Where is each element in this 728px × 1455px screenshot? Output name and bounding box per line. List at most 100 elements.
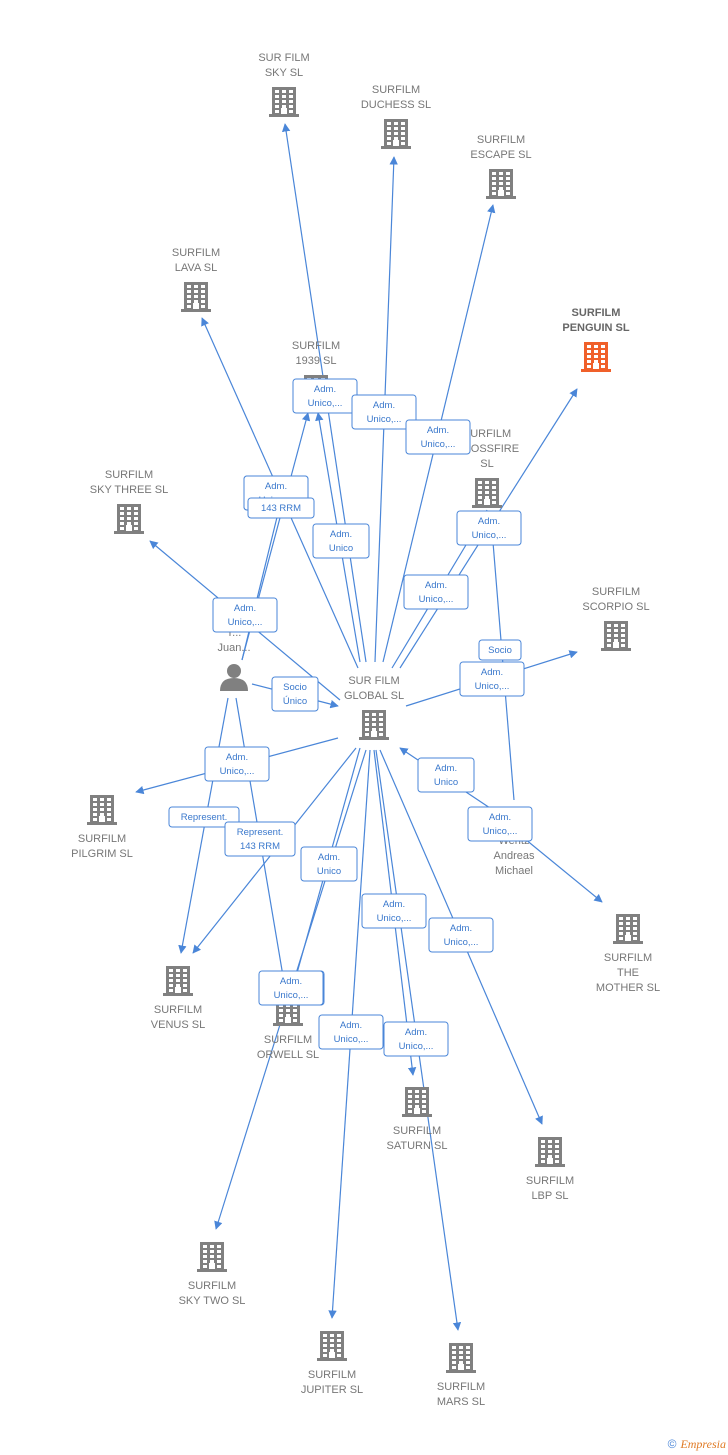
edge-label-global-duchess[interactable]: Adm.Unico,...	[351, 394, 417, 430]
edge-label-box	[351, 394, 417, 430]
node-label: SKY TWO SL	[179, 1295, 246, 1307]
edge-juan-n1939	[241, 504, 281, 661]
edge-label-juan-n1939[interactable]: 143 RRM	[247, 497, 315, 519]
edge-label-box	[428, 917, 494, 953]
node-label: SURFILM	[572, 307, 621, 319]
edge-label-text: Adm.	[340, 1020, 362, 1031]
edge-label-text: Adm.	[330, 529, 352, 540]
edge-label-global-pilgrim[interactable]: Adm.Unico,...	[204, 746, 270, 782]
building-icon	[359, 710, 389, 740]
edge-label-text: Unico	[434, 777, 458, 788]
building-icon	[402, 1087, 432, 1117]
edge-label-box	[300, 846, 358, 882]
edge-label-global-n1939[interactable]: Adm.Unico	[312, 523, 370, 559]
edge-label-box	[383, 1021, 449, 1057]
edge-label-text: Adm.	[489, 812, 511, 823]
person-icon	[220, 664, 248, 691]
node-label: 1939 SL	[296, 355, 337, 367]
edge-label-text: Adm.	[383, 899, 405, 910]
edge-label-global-scorpio[interactable]: Adm.Unico,...	[459, 661, 525, 697]
edge-label-wentz-global[interactable]: Adm.Unico	[417, 757, 475, 793]
edge-label-global-mars[interactable]: Adm.Unico,...	[383, 1021, 449, 1057]
edge-label-box	[258, 970, 324, 1006]
edge-label-box	[478, 639, 522, 661]
node-lbp[interactable]: SURFILM LBP SL	[526, 1137, 574, 1202]
edge-label-box	[224, 821, 296, 857]
edge-label-text: 143 RRM	[261, 503, 301, 514]
edge-label-text: Unico	[317, 866, 341, 877]
edge-label-box	[318, 1014, 384, 1050]
edge-label-text: Socio	[283, 682, 307, 693]
edge-label-box	[247, 497, 315, 519]
node-label: SURFILM	[105, 469, 153, 481]
building-icon	[535, 1137, 565, 1167]
node-label: JUPITER SL	[301, 1384, 363, 1396]
edge-label-global-skysl[interactable]: Adm.Unico,...	[292, 378, 358, 414]
node-label: MARS SL	[437, 1396, 485, 1408]
edge-label-box	[312, 523, 370, 559]
node-label: SURFILM	[78, 833, 126, 845]
edge-label-global-lbp[interactable]: Adm.Unico,...	[428, 917, 494, 953]
edge-label-global-venus[interactable]: Represent.143 RRM	[224, 821, 296, 857]
edge-label-text: Represent.	[237, 827, 283, 838]
node-label: Michael	[495, 865, 533, 877]
edge-label-text: Unico,...	[367, 414, 402, 425]
node-juan[interactable]: T...Juan...	[217, 627, 251, 691]
edge-label-global-escape[interactable]: Adm.Unico,...	[405, 419, 471, 455]
edge-label-global-orwell[interactable]: Adm.Unico	[300, 846, 358, 882]
edge-label-box	[459, 661, 525, 697]
edge-label-juan-venus[interactable]: Represent.	[168, 806, 240, 828]
edge-label-text: Unico,...	[483, 826, 518, 837]
building-icon	[601, 621, 631, 651]
edge-label-text: Unico,...	[475, 681, 510, 692]
edge-label-text: Represent.	[181, 812, 227, 823]
edge-label-text: Adm.	[280, 976, 302, 987]
edge-label-box	[212, 597, 278, 633]
edge-labels-layer: Adm.Unico,...Adm.UnicoAdm.Unico,...Adm.U…	[168, 378, 533, 1057]
edge-label-text: Adm.	[226, 752, 248, 763]
edge-label-global-crossfire[interactable]: Adm.Unico,...	[403, 574, 469, 610]
edge-label-global-saturn[interactable]: Adm.Unico,...	[361, 893, 427, 929]
node-label: SURFILM	[154, 1004, 202, 1016]
node-label: SURFILM	[292, 340, 340, 352]
building-icon	[114, 504, 144, 534]
edge-label-global-skythree[interactable]: Adm.Unico,...	[212, 597, 278, 633]
building-icon	[486, 169, 516, 199]
edge-label-text: Unico,...	[274, 990, 309, 1001]
node-label: LBP SL	[531, 1190, 568, 1202]
edge-label-global-penguin[interactable]: Adm.Unico,...	[456, 510, 522, 546]
edge-label-text: Adm.	[405, 1027, 427, 1038]
brand-name: Empresia	[680, 1437, 726, 1451]
edge-label-text: Adm.	[265, 481, 287, 492]
edge-label-global-skytwo[interactable]: Adm. Unico,...	[258, 970, 324, 1006]
edge-label-global-jupiter[interactable]: Adm.Unico,...	[318, 1014, 384, 1050]
edge-label-text: Unico,...	[419, 594, 454, 605]
edge-label-box	[361, 893, 427, 929]
node-label: SURFILM	[526, 1175, 574, 1187]
building-icon	[269, 87, 299, 117]
edge-label-wentz-mother[interactable]: Adm. Unico,...	[467, 806, 533, 842]
edge-label-box	[168, 806, 240, 828]
building-icon	[197, 1242, 227, 1272]
node-label: SURFILM	[592, 586, 640, 598]
edge-label-wentz-scorpio[interactable]: Socio	[478, 639, 522, 661]
